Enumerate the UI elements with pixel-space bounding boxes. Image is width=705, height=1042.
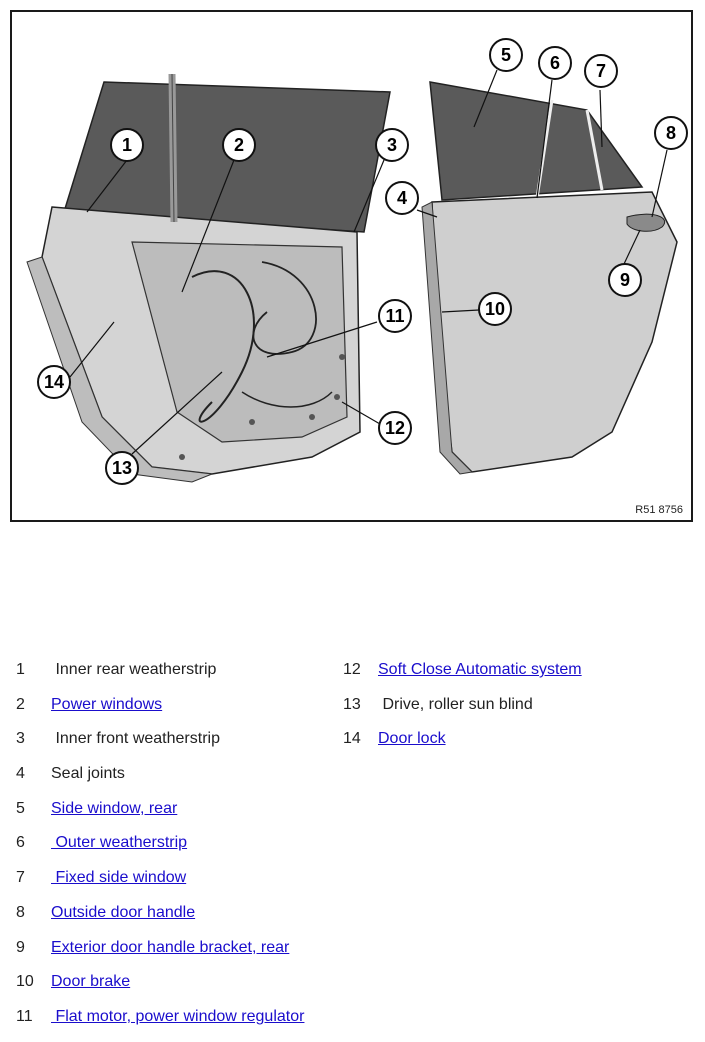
svg-text:12: 12 — [385, 418, 405, 438]
legend-item: 3 Inner front weatherstrip — [16, 729, 304, 764]
legend-item: 11 Flat motor, power window regulator — [16, 1007, 304, 1042]
legend-item-number: 6 — [16, 834, 25, 852]
legend-item-number: 5 — [16, 799, 25, 817]
legend-item-number: 14 — [343, 730, 361, 748]
figure-code: R51 8756 — [635, 504, 683, 516]
callout-3: 3 — [375, 128, 409, 162]
legend-right-column: 12 Soft Close Automatic system 13 Drive, r… — [343, 660, 582, 764]
svg-text:3: 3 — [387, 135, 397, 155]
callout-4: 4 — [385, 181, 419, 215]
leader-lines — [69, 69, 668, 455]
svg-text:1: 1 — [122, 135, 132, 155]
callout-11: 11 — [378, 299, 412, 333]
legend-item-link[interactable]: Power windows — [51, 695, 163, 713]
svg-text:13: 13 — [112, 458, 132, 478]
legend-item: 13 Drive, roller sun blind — [343, 695, 582, 730]
legend-item-link[interactable]: Exterior door handle bracket, rear — [51, 938, 290, 956]
inner-door-illustration — [26, 73, 391, 483]
legend-item: 1 Inner rear weatherstrip — [16, 660, 304, 695]
legend-item-number: 2 — [16, 695, 25, 713]
legend-item-number: 4 — [16, 765, 25, 783]
svg-text:10: 10 — [485, 299, 505, 319]
legend-item-number: 1 — [16, 661, 25, 678]
callout-1: 1 — [110, 128, 144, 162]
legend-item-link[interactable]: Outer weatherstrip — [51, 834, 188, 852]
door-diagram-figure: 1 2 3 4 5 6 7 8 9 10 11 12 13 14 R51 875… — [10, 10, 693, 522]
callout-2: 2 — [222, 128, 256, 162]
legend-item-link[interactable]: Outside door handle — [51, 903, 196, 921]
callout-5: 5 — [489, 38, 523, 72]
callout-9: 9 — [608, 263, 642, 297]
callout-7: 7 — [584, 54, 618, 88]
callout-6: 6 — [538, 46, 572, 80]
svg-text:2: 2 — [234, 135, 244, 155]
legend-item-label: Seal joints — [51, 765, 125, 783]
legend-item-number: 9 — [16, 938, 25, 956]
legend-item-link[interactable]: Flat motor, power window regulator — [51, 1007, 305, 1025]
legend-item-label: Inner front weatherstrip — [51, 730, 220, 748]
svg-text:11: 11 — [385, 306, 404, 326]
legend-item-link[interactable]: Soft Close Automatic system — [378, 661, 582, 678]
legend-item: 6 Outer weatherstrip — [16, 833, 304, 868]
legend-item: 12 Soft Close Automatic system — [343, 660, 582, 695]
legend-item-link[interactable]: Side window, rear — [51, 799, 178, 817]
legend-item-link[interactable]: Door lock — [378, 730, 446, 748]
callouts: 1 2 3 4 5 6 7 8 9 10 11 12 13 14 — [37, 38, 688, 485]
svg-text:5: 5 — [501, 45, 511, 65]
svg-text:7: 7 — [596, 61, 606, 81]
svg-text:6: 6 — [550, 53, 560, 73]
callout-10: 10 — [478, 292, 512, 326]
legend-item: 9 Exterior door handle bracket, rear — [16, 938, 304, 973]
svg-text:8: 8 — [666, 123, 676, 143]
legend-item-number: 7 — [16, 869, 25, 887]
legend-item: 10 Door brake — [16, 972, 304, 1007]
door-diagram-svg: 1 2 3 4 5 6 7 8 9 10 11 12 13 14 — [26, 38, 688, 485]
legend-item-label: Inner rear weatherstrip — [51, 661, 217, 678]
callout-12: 12 — [378, 411, 412, 445]
legend-item-number: 11 — [16, 1007, 33, 1025]
callout-8: 8 — [654, 116, 688, 150]
legend-item-number: 8 — [16, 903, 25, 921]
legend-item: 2 Power windows — [16, 695, 304, 730]
legend-item-number: 10 — [16, 973, 34, 991]
callout-14: 14 — [37, 365, 71, 399]
legend-item-link[interactable]: Fixed side window — [51, 869, 187, 887]
svg-text:9: 9 — [620, 270, 630, 290]
legend-item: 4 Seal joints — [16, 764, 304, 799]
svg-text:14: 14 — [44, 372, 64, 392]
legend-item-number: 13 — [343, 695, 361, 713]
legend-item: 8 Outside door handle — [16, 903, 304, 938]
callout-13: 13 — [105, 451, 139, 485]
legend-item-link[interactable]: Door brake — [51, 973, 131, 991]
legend-item-label: Drive, roller sun blind — [378, 695, 533, 713]
legend-item-number: 3 — [16, 730, 25, 748]
legend-item-number: 12 — [343, 661, 361, 678]
svg-text:4: 4 — [397, 188, 407, 208]
legend-item: 7 Fixed side window — [16, 868, 304, 903]
legend-item: 14 Door lock — [343, 729, 582, 764]
legend-item: 5 Side window, rear — [16, 799, 304, 834]
